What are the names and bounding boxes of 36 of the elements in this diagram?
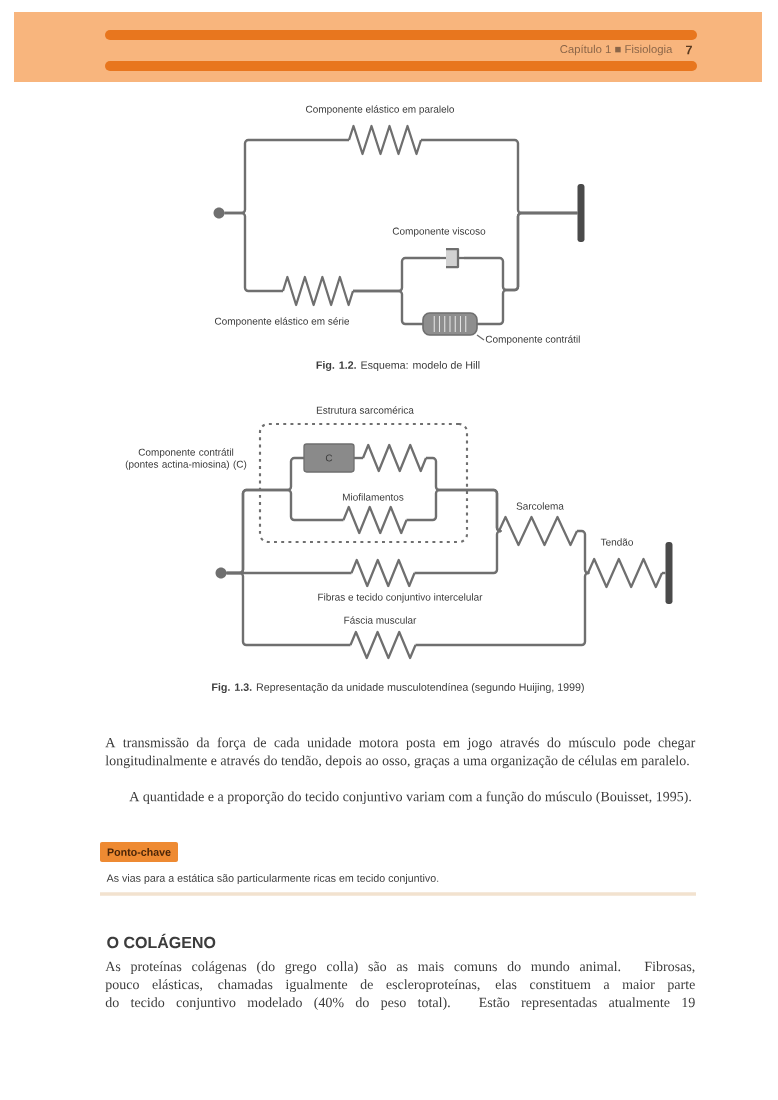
component-label: Tendão: [600, 538, 633, 546]
wire: [577, 529, 590, 575]
annotation-text: Componente contrátil (pontes actina-miosina) (C): [125, 448, 247, 470]
frame-heading: Estrutura sarcomérica: [316, 406, 414, 414]
wall-bar: [665, 542, 673, 604]
wire: [226, 571, 351, 647]
leader-line: [476, 334, 485, 341]
spring-symbol: [361, 443, 428, 473]
wire: [477, 211, 578, 326]
wall-bar: [577, 184, 585, 242]
component-label: Sarcolema: [516, 502, 564, 510]
wire: [353, 289, 423, 326]
figure-caption: Fig. 1.3. Representação da unidade musculotendínea (segundo Huijing, 1999): [212, 682, 584, 694]
contractile-box: C: [303, 443, 355, 473]
component-label: Componente elástico em paralelo: [306, 105, 455, 115]
figure-caption: Fig. 1.2. Esquema: modelo de Hill: [316, 361, 480, 371]
component-label: Miofilamentos: [342, 493, 404, 501]
section-tag: Ponto-chave: [100, 842, 178, 862]
wire: [415, 571, 590, 647]
section-heading: O COLÁGENO: [107, 933, 216, 949]
wire: [662, 571, 666, 575]
component-label: Fáscia muscular: [344, 616, 417, 624]
body-paragraph: As proteínas colágenas (do grego colla) são as mais comuns do mundo animal. Fibrosas, pouco elásticas, chamadas igualmente de escleroproteínas, elas constituem a maior parte do tecido conjuntivo modelado (40% do peso total). Estão representadas atualmente 19: [105, 961, 695, 1010]
cylinder-symbol: [422, 312, 478, 336]
wire: [354, 456, 363, 460]
header-text: Capítulo 1 ■ Fisiologia: [560, 44, 673, 56]
component-label: Componente elástico em série: [214, 317, 350, 327]
note-text: As vias para a estática são particularmente ricas em tecido conjuntivo.: [106, 873, 439, 885]
component-label: Componente viscoso: [392, 227, 486, 237]
page-number: 7: [686, 45, 692, 55]
component-label: Componente contrátil: [485, 335, 580, 345]
component-label: Fibras e tecido conjuntivo intercelular: [318, 593, 483, 603]
body-paragraph: A transmissão da força de cada unidade motora posta em jogo através do músculo pode chegar longitudinalmente e através do tendão, depois ao osso, graças a uma organização de células em paralelo.: [105, 737, 696, 769]
body-paragraph: A quantidade e a proporção do tecido conjuntivo variam com a função do músculo (Bouisset, 1995).: [129, 791, 691, 805]
wire: [224, 211, 283, 293]
wire: [406, 488, 502, 533]
